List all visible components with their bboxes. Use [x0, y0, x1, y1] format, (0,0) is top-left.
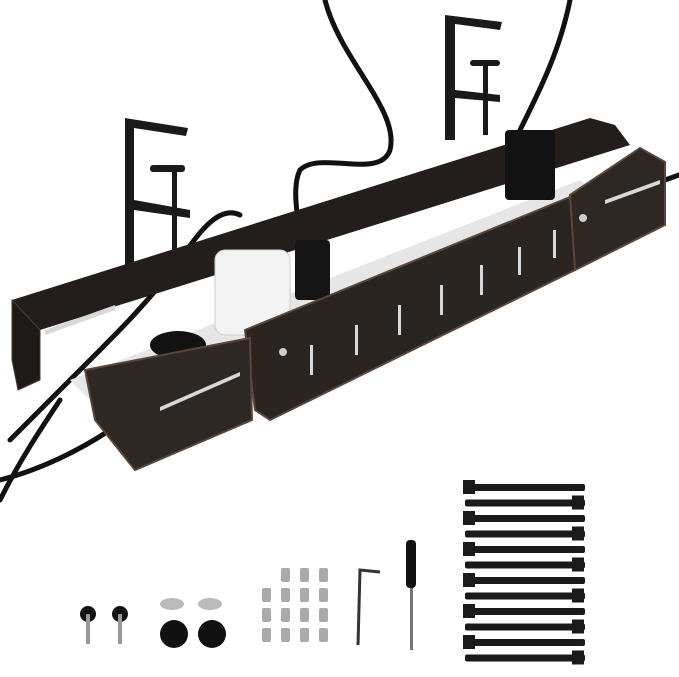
velcro-strap — [465, 654, 585, 662]
washers — [160, 598, 226, 648]
screw — [319, 628, 328, 642]
velcro-strap — [465, 577, 585, 584]
strap-buckle — [463, 604, 475, 618]
strap-buckle — [572, 557, 584, 572]
strap-buckle — [572, 526, 584, 541]
strap-buckle — [463, 480, 475, 494]
strap-buckle — [572, 619, 584, 634]
strap-buckle — [572, 650, 584, 665]
knob-bolt — [80, 606, 128, 644]
screw — [281, 608, 290, 622]
velcro-strap — [465, 623, 585, 631]
strap-buckle — [463, 511, 475, 525]
screw — [262, 628, 271, 642]
screw — [281, 568, 290, 582]
screw — [281, 588, 290, 602]
vent-slots — [45, 180, 660, 411]
screw — [300, 588, 309, 602]
velcro-strap — [465, 484, 585, 491]
tray-front-panel — [243, 193, 576, 422]
velcro-strap — [465, 608, 585, 615]
velcro-strap — [465, 515, 585, 522]
allen-key — [356, 568, 381, 646]
screwdriver — [406, 540, 416, 650]
strap-buckle — [463, 542, 475, 556]
velcro-strap — [465, 561, 585, 569]
black-adapter — [505, 130, 555, 200]
velcro-strap — [465, 499, 585, 507]
velcro-strap — [465, 592, 585, 600]
screw-head — [579, 214, 587, 222]
strap-buckle — [463, 573, 475, 587]
screw — [281, 628, 290, 642]
screw — [262, 588, 271, 602]
strap-buckle — [572, 495, 584, 510]
strap-buckle — [463, 635, 475, 649]
tray-left-end-wall — [11, 298, 41, 391]
screw — [319, 568, 328, 582]
velcro-straps — [463, 480, 585, 665]
tray-back-wall — [12, 118, 630, 330]
screw — [300, 568, 309, 582]
right-clamp-bracket — [445, 15, 502, 140]
velcro-strap — [465, 530, 585, 538]
black-plug — [295, 240, 330, 300]
strap-buckle — [572, 588, 584, 603]
screw — [319, 608, 328, 622]
screws — [262, 568, 328, 642]
screw — [262, 608, 271, 622]
velcro-strap — [465, 639, 585, 646]
tray-right-end-panel — [568, 146, 666, 272]
screw — [300, 608, 309, 622]
screw-head — [279, 348, 287, 356]
screw — [319, 588, 328, 602]
cables — [0, 0, 679, 503]
velcro-strap — [465, 546, 585, 553]
screw — [300, 628, 309, 642]
